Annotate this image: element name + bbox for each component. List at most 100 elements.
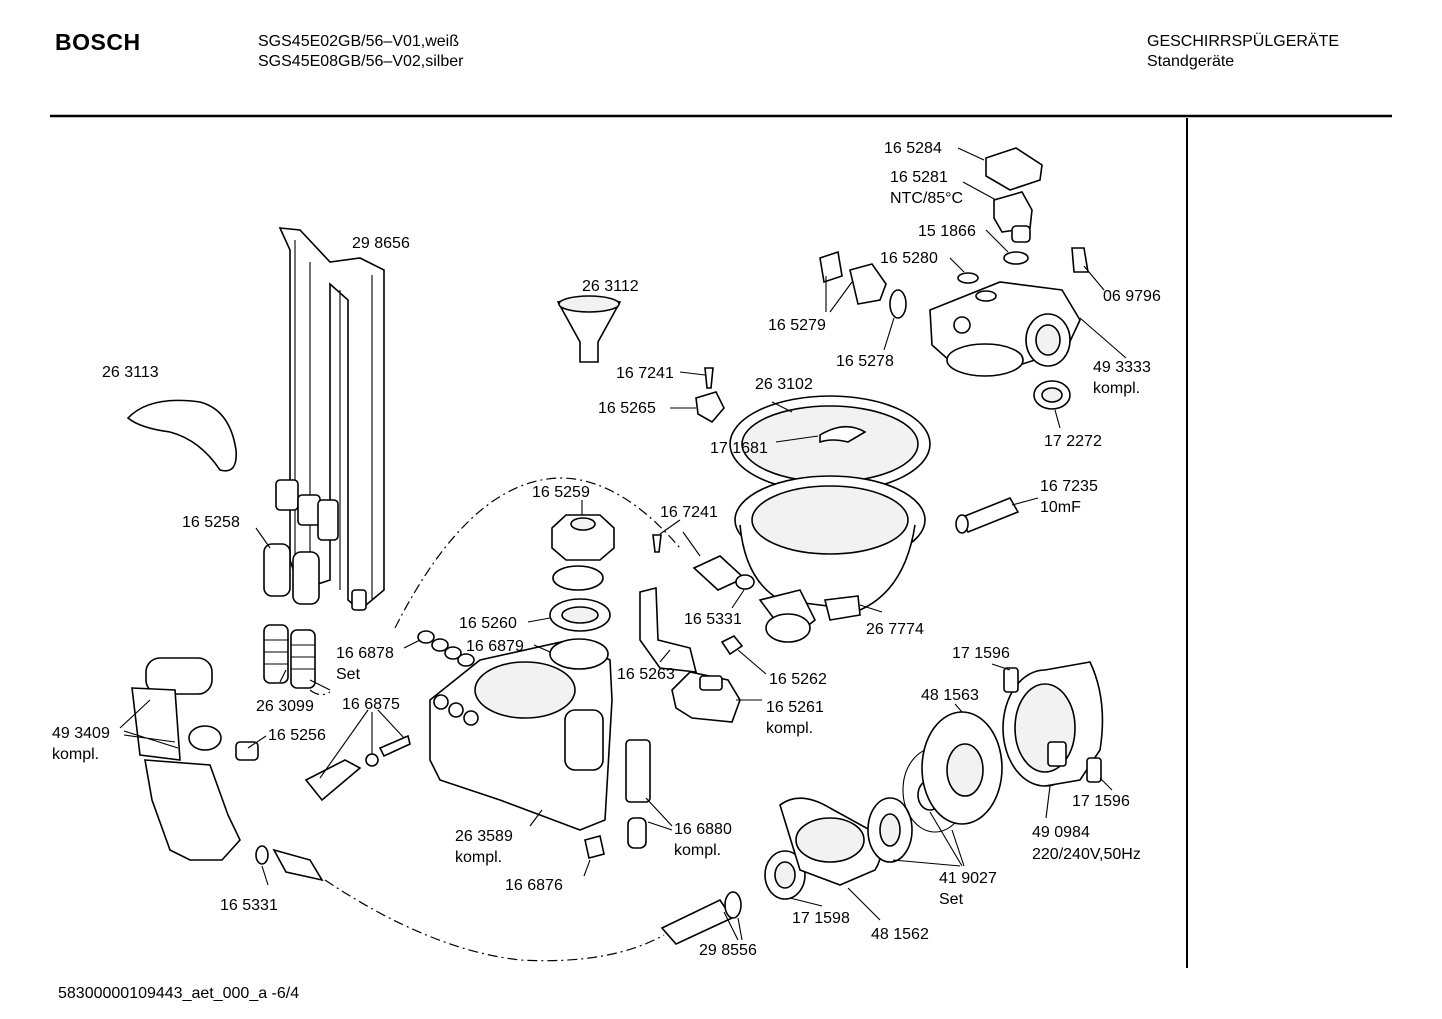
part-263099-springs (263, 624, 316, 689)
label-165259: 16 5259 (532, 484, 590, 501)
label-165261-kompl: kompl. (766, 720, 813, 737)
part-165261-switch-kit (671, 671, 741, 723)
part-490984-circulation-pump (1002, 661, 1104, 787)
part-267774-sump-tub (734, 475, 926, 643)
label-165331-b: 16 5331 (220, 897, 278, 914)
part-165284-cap (985, 147, 1043, 191)
label-165256: 16 5256 (268, 727, 326, 744)
label-263113: 26 3113 (102, 364, 159, 381)
part-165279-valve (819, 250, 887, 305)
part-165278-o-ring (889, 289, 907, 319)
part-171596-clip-a (1003, 667, 1019, 693)
label-493333-kompl: kompl. (1093, 380, 1140, 397)
part-165262-clip (720, 634, 744, 656)
part-172272-hose-clamp (1033, 380, 1071, 410)
part-493409-dispenser-assembly (131, 657, 259, 861)
category-line-2: Standgeräte (1147, 53, 1235, 70)
label-490984-voltage: 220/240V,50Hz (1032, 846, 1141, 863)
appliance-category: GESCHIRRSPÜLGERÄTE Standgeräte (1147, 32, 1339, 72)
label-171596-b: 17 1596 (1072, 793, 1130, 810)
label-493409-kompl: kompl. (52, 746, 99, 763)
label-166875: 16 6875 (342, 696, 400, 713)
label-165262: 16 5262 (769, 671, 827, 688)
part-165260-nut (549, 598, 611, 632)
part-263589-sump-housing (429, 639, 613, 831)
label-490984: 49 0984 (1032, 824, 1090, 841)
label-171596-a: 17 1596 (952, 645, 1010, 662)
label-263102: 26 3102 (755, 376, 813, 393)
part-167235-capacitor (955, 496, 1020, 534)
label-165331-a: 16 5331 (684, 611, 742, 628)
part-165259-filter-nut (551, 514, 615, 561)
part-165258-sleeves (263, 543, 320, 605)
label-171598: 17 1598 (792, 910, 850, 927)
part-298556-hose (660, 891, 742, 945)
label-165280: 16 5280 (880, 250, 938, 267)
label-481563: 48 1563 (921, 687, 979, 704)
label-298556: 29 8556 (699, 942, 757, 959)
part-166878-set (417, 630, 475, 667)
leader-lines (119, 147, 1127, 941)
label-166880-kompl: kompl. (674, 842, 721, 859)
part-493333-flow-assembly (929, 281, 1081, 377)
label-166876: 16 6876 (505, 877, 563, 894)
label-263099: 26 3099 (256, 698, 314, 715)
part-171596-clip-b (1086, 757, 1102, 783)
part-151866-o-ring (1003, 251, 1029, 265)
part-167241-screw-b (652, 534, 662, 553)
part-166875-valve (304, 734, 411, 802)
label-171681: 17 1681 (710, 440, 768, 457)
label-165279: 16 5279 (768, 317, 826, 334)
label-165281: 16 5281 (890, 169, 948, 186)
part-263112-funnel (556, 295, 622, 363)
part-171681-clip (819, 425, 867, 444)
part-166876-clip (584, 835, 605, 859)
category-line-1: GESCHIRRSPÜLGERÄTE (1147, 33, 1340, 50)
part-165331-hose-upper (692, 555, 755, 591)
part-165265-clip (695, 391, 725, 424)
label-167241-a: 16 7241 (616, 365, 674, 382)
label-167241-b: 16 7241 (660, 504, 718, 521)
part-481563-pump-cover (921, 711, 1003, 825)
model-line-1: SGS45E02GB/56–V01,weiß (258, 33, 460, 50)
label-267774: 26 7774 (866, 621, 924, 638)
label-263112: 26 3112 (582, 278, 639, 295)
label-165260: 16 5260 (459, 615, 517, 632)
label-166880: 16 6880 (674, 821, 732, 838)
label-263589: 26 3589 (455, 828, 513, 845)
part-labels: 16 5284 16 5281 NTC/85°C 15 1866 16 5280… (52, 140, 1161, 959)
label-165261: 16 5261 (766, 699, 824, 716)
label-481562: 48 1562 (871, 926, 929, 943)
label-167235: 16 7235 (1040, 478, 1098, 495)
label-419027-set: Set (939, 891, 964, 908)
part-419027-impeller-set (867, 747, 968, 863)
part-165263-bracket (639, 586, 698, 673)
label-165265: 16 5265 (598, 400, 656, 417)
label-167235-10mf: 10mF (1040, 499, 1081, 516)
assembly-line-upper (394, 477, 681, 629)
label-166878: 16 6878 (336, 645, 394, 662)
part-263113-cover (126, 399, 237, 472)
part-165259-seal-ring (552, 565, 604, 591)
model-numbers: SGS45E02GB/56–V01,weiß SGS45E08GB/56–V02… (258, 32, 463, 72)
part-165280-o-ring-a (957, 272, 979, 284)
label-298656: 29 8656 (352, 235, 410, 252)
assembly-line-spring (309, 689, 331, 696)
part-165281-ntc-sensor (993, 191, 1033, 243)
part-165280-o-ring-b (975, 290, 997, 302)
assembly-line-lower (324, 879, 665, 962)
label-166878-set: Set (336, 666, 361, 683)
part-166880-float (625, 739, 651, 849)
label-493409: 49 3409 (52, 725, 110, 742)
document-id: 58300000109443_aet_000_a -6/4 (58, 985, 300, 1002)
label-165263: 16 5263 (617, 666, 675, 683)
model-line-2: SGS45E08GB/56–V02,silber (258, 53, 464, 70)
part-263102-seal-ring (729, 395, 931, 493)
label-165278: 16 5278 (836, 353, 894, 370)
label-165258: 16 5258 (182, 514, 240, 531)
part-298656-water-pipes (275, 227, 385, 612)
label-151866: 15 1866 (918, 223, 976, 240)
label-069796: 06 9796 (1103, 288, 1161, 305)
label-166879: 16 6879 (466, 638, 524, 655)
